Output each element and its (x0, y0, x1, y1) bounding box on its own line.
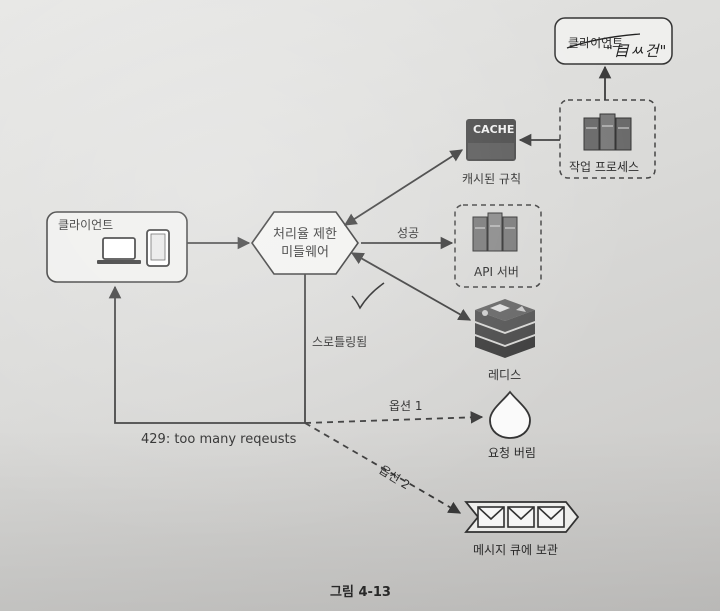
cache-box-text: CACHE (473, 123, 515, 136)
api-server-label: API 서버 (474, 265, 519, 279)
rate-limiter-line2: 미들웨어 (281, 245, 329, 260)
workers-dashed-box (559, 99, 656, 179)
arrow-limiter-redis (350, 252, 472, 321)
queue-label: 메시지 큐에 보관 (473, 543, 558, 557)
drop-label: 요청 버림 (488, 446, 536, 460)
arrow-option1 (304, 411, 484, 424)
redis-label: 레디스 (488, 368, 522, 382)
rate-limiter-line1: 처리율 제한 (273, 227, 337, 242)
laptop-icon (97, 237, 141, 264)
workers-label: 작업 프로세스 (569, 160, 640, 174)
drop-icon (489, 390, 531, 439)
client-top-box (554, 17, 673, 65)
tablet-icon (146, 229, 170, 267)
message-queue-icon (464, 501, 580, 533)
rate-limiter-label: 처리율 제한 미들웨어 (258, 226, 352, 262)
edge-429-label: 429: too many reqeusts (141, 432, 297, 447)
arrow-limiter-cache (343, 149, 464, 226)
server-icon (472, 212, 518, 252)
client-top-label: 클라이언트 (568, 36, 624, 50)
cache-label: 캐시된 규칙 (462, 172, 522, 186)
arrow-option2 (304, 422, 462, 514)
rate-limiter-hexagon (251, 211, 359, 275)
redis-icon (475, 299, 535, 358)
check-mark-icon (351, 282, 385, 310)
edge-option1-label: 옵션 1 (389, 399, 423, 413)
handwritten-note: "目ㅆ건" (606, 42, 668, 60)
edge-success-label: 성공 (397, 226, 420, 240)
server-rack-icon (583, 113, 632, 151)
handwriting-strike (566, 33, 641, 49)
throttle-line (108, 274, 306, 424)
cache-icon (466, 119, 516, 161)
edge-throttled-label: 스로틀링됨 (312, 335, 368, 349)
client-label: 클라이언트 (58, 218, 114, 232)
figure-caption: 그림 4-13 (330, 585, 391, 600)
